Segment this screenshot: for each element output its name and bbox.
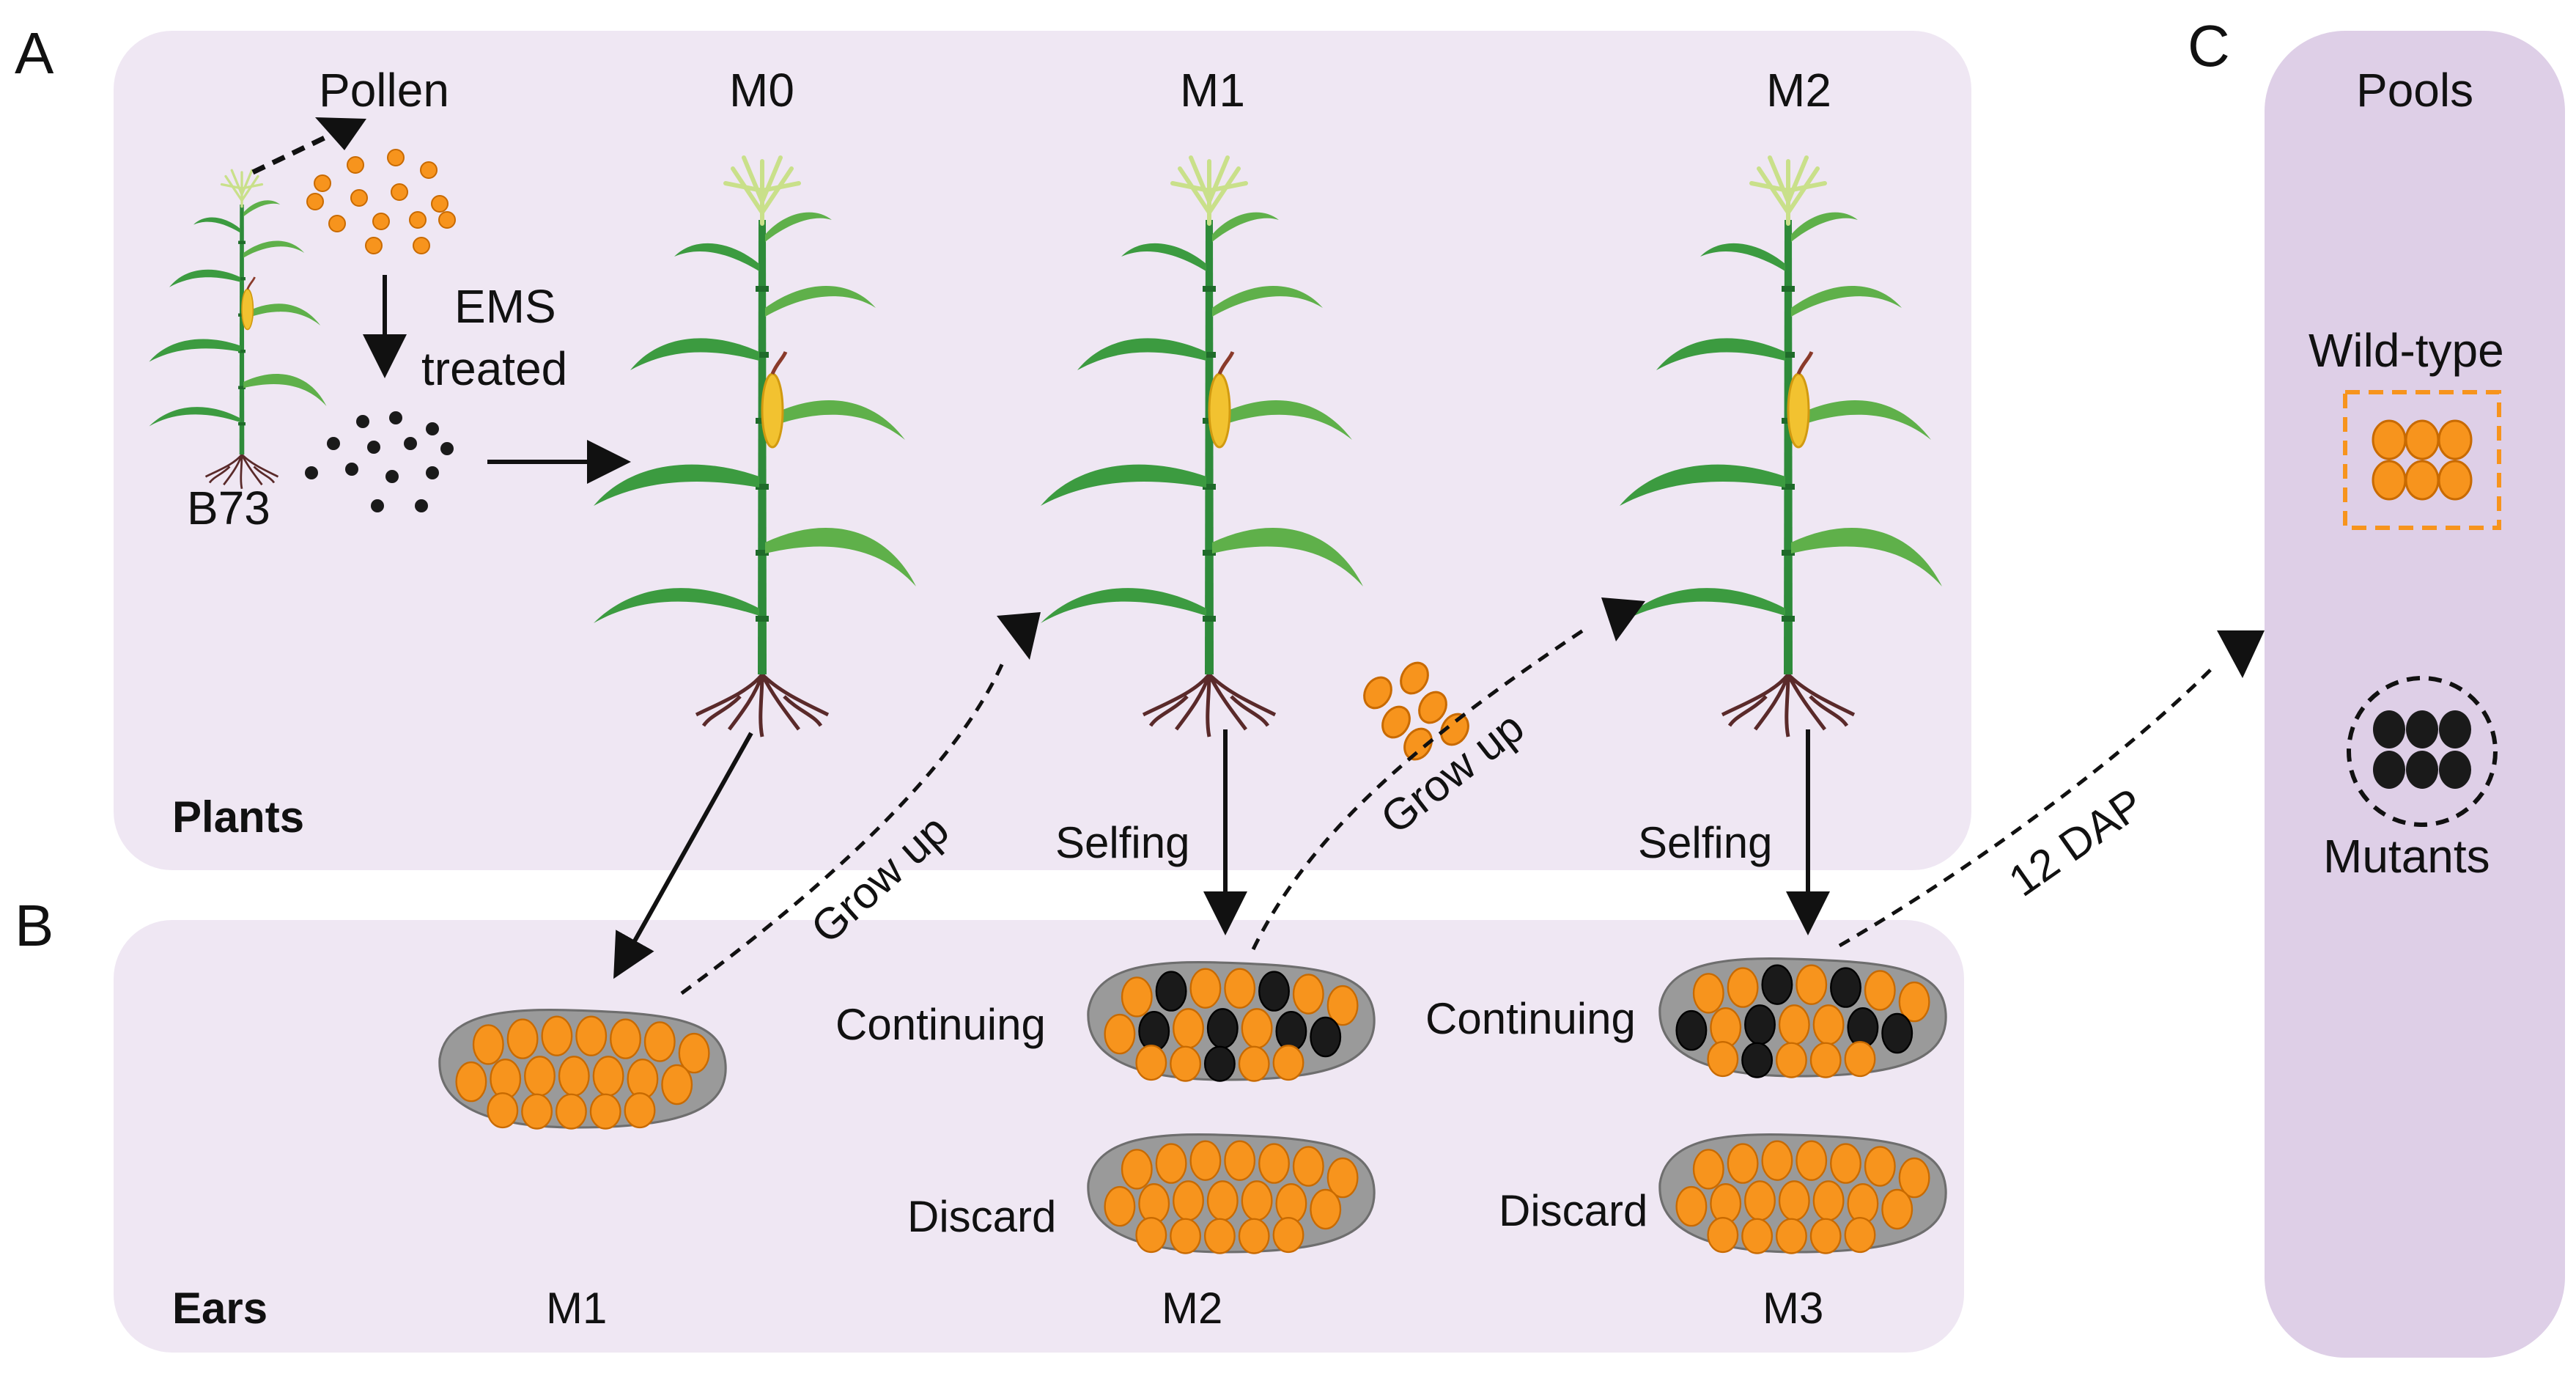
- ear-m1: [438, 1008, 727, 1130]
- pollen-label: Pollen: [319, 64, 449, 117]
- ear-m3-discard: [1658, 1133, 1947, 1254]
- panel-letter-c: C: [2188, 13, 2230, 78]
- m0-label: M0: [729, 64, 794, 117]
- wild-type-kernels: [2372, 419, 2473, 501]
- mutants-circle: [2347, 676, 2498, 827]
- ear-m2-continuing: [1087, 960, 1376, 1082]
- wild-type-label: Wild-type: [2309, 324, 2504, 377]
- dap-label: 12 DAP: [2000, 779, 2152, 905]
- m1-plant-label: M1: [1180, 64, 1245, 117]
- ears-section-label: Ears: [172, 1284, 267, 1333]
- ear-m2-label: M2: [1162, 1284, 1222, 1333]
- ear-m3-continuing: [1658, 957, 1947, 1078]
- continuing-label-2: Continuing: [1425, 994, 1636, 1043]
- continuing-label-1: Continuing: [835, 1000, 1046, 1049]
- selfing-label-1: Selfing: [1055, 818, 1189, 867]
- ems-label-line2: treated: [421, 342, 567, 395]
- ear-m3-label: M3: [1763, 1284, 1823, 1333]
- discard-label-2: Discard: [1499, 1186, 1647, 1235]
- pools-panel: [2265, 31, 2565, 1358]
- dap-arrow: [1838, 666, 2215, 948]
- ems-label-line1: EMS: [454, 280, 556, 333]
- treated-pollen: [305, 411, 454, 512]
- grow-up-arrow-1: [680, 658, 1006, 996]
- b73-label: B73: [187, 482, 270, 534]
- dap-arrowhead: [2217, 630, 2265, 678]
- mutants-label: Mutants: [2323, 830, 2490, 883]
- wild-type-box: [2343, 390, 2501, 530]
- ear-m1-label: M1: [546, 1284, 607, 1333]
- mutant-kernels: [2373, 710, 2471, 789]
- panel-letter-b: B: [15, 893, 53, 958]
- m2-plant-label: M2: [1766, 64, 1831, 117]
- grow-up-arrowhead-1: [997, 612, 1041, 660]
- pollen-collection-arrow: [251, 125, 346, 175]
- panel-letter-a: A: [15, 21, 54, 86]
- discard-label-1: Discard: [907, 1192, 1056, 1241]
- grow-up-arrowhead-2: [1601, 597, 1645, 641]
- grow-up-arrow-2: [1251, 628, 1584, 951]
- plants-panel: [114, 31, 1971, 870]
- plants-section-label: Plants: [172, 792, 304, 842]
- pools-title: Pools: [2356, 64, 2473, 117]
- pollen-arrowhead: [315, 117, 366, 150]
- m0-to-ear-arrow: [613, 732, 753, 979]
- pollen-grains: [306, 149, 456, 254]
- ear-m2-discard: [1087, 1133, 1376, 1254]
- selfing-label-2: Selfing: [1638, 818, 1772, 867]
